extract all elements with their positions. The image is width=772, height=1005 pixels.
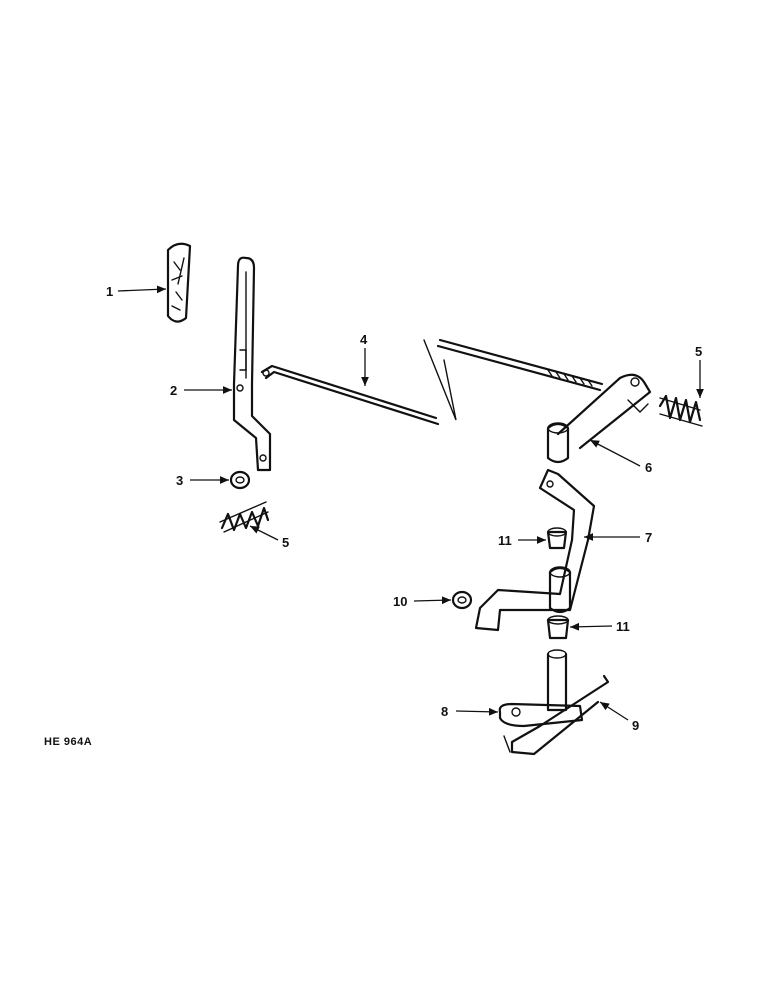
part-bracket (474, 468, 596, 632)
callout-5a: 5 (695, 344, 702, 359)
callout-10: 10 (393, 594, 407, 609)
part-bushing-lower (546, 615, 570, 640)
part-washer (229, 470, 251, 490)
part-lever (232, 256, 272, 472)
callout-6: 6 (645, 460, 652, 475)
part-pivot-plate (498, 649, 584, 728)
callout-7: 7 (645, 530, 652, 545)
callout-8: 8 (441, 704, 448, 719)
part-wire-clip (503, 674, 610, 756)
callout-3: 3 (176, 473, 183, 488)
drawing-code: HE 964A (44, 736, 93, 748)
callout-4: 4 (360, 332, 368, 347)
callout-11b: 11 (616, 619, 630, 634)
leader-lines (117, 285, 704, 721)
callout-9: 9 (632, 718, 639, 733)
part-nut (451, 590, 473, 610)
part-crank-arm (546, 373, 652, 464)
callout-11a: 11 (498, 533, 512, 548)
part-spring-left (219, 501, 270, 533)
part-rod (260, 338, 604, 426)
callout-5b: 5 (282, 535, 289, 550)
part-grip-pad (166, 242, 192, 323)
callout-2: 2 (170, 383, 177, 398)
part-bushing-upper (546, 527, 568, 550)
part-spring-right (658, 394, 703, 427)
callout-1: 1 (106, 284, 113, 299)
